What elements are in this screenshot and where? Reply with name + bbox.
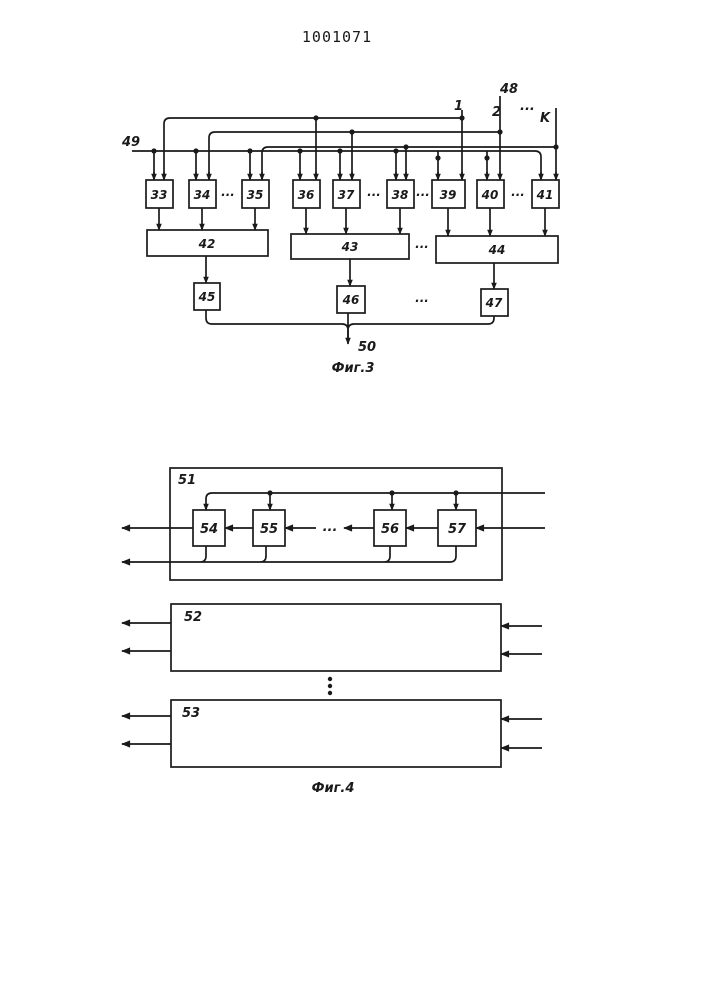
block-36: 36 [293, 180, 320, 208]
block-52-label: 52 [184, 610, 202, 625]
block-41: 41 [532, 180, 559, 208]
ellipsis-38-39: ... [416, 185, 430, 199]
block-57: 57 [438, 510, 476, 546]
bus-2-distribution [209, 132, 500, 180]
output-merge-50 [206, 310, 494, 340]
block-51-label: 51 [178, 473, 196, 488]
ellipsis-40-41: ... [511, 185, 525, 199]
block-44-label: 44 [488, 243, 506, 257]
block-54: 54 [193, 510, 225, 546]
vertical-ellipsis [328, 677, 332, 695]
block-39-label: 39 [440, 188, 457, 202]
block-40-label: 40 [481, 188, 499, 202]
terminal-48: 48 [499, 82, 518, 97]
ellipsis-46-47: ... [415, 291, 429, 305]
terminal-50: 50 [358, 340, 376, 355]
block-33: 33 [146, 180, 173, 208]
bus-label-k: K [540, 111, 551, 126]
bus-label-2: 2 [492, 105, 501, 120]
block-34-label: 34 [194, 188, 211, 202]
block-56: 56 [374, 510, 406, 546]
block-45-label: 45 [198, 290, 216, 304]
block-35-label: 35 [247, 188, 264, 202]
figure-4-caption: Фиг.4 [312, 781, 355, 796]
block-46-label: 46 [342, 293, 360, 307]
block-45: 45 [194, 283, 220, 310]
block-39: 39 [432, 180, 465, 208]
block-42: 42 [147, 230, 268, 256]
block-55: 55 [253, 510, 285, 546]
block-53-label: 53 [182, 706, 200, 721]
block-38-label: 38 [392, 188, 409, 202]
block-47-label: 47 [485, 296, 503, 310]
block-43-label: 43 [341, 240, 359, 254]
block-33-label: 33 [151, 188, 168, 202]
ellipsis-37-38: ... [367, 185, 381, 199]
block-57-label: 57 [448, 522, 467, 537]
bus-ellipsis: ... [520, 99, 535, 114]
document-number: 1001071 [292, 28, 382, 46]
block-36-label: 36 [298, 188, 315, 202]
block-53: 53 [171, 700, 501, 767]
block-56-label: 56 [381, 522, 399, 537]
figure-3: 33 34 ... 35 36 37 ... 38 [121, 82, 559, 376]
block-37: 37 [333, 180, 360, 208]
bus-k-distribution [262, 147, 556, 180]
block-41-label: 41 [536, 188, 554, 202]
junction-dots [151, 115, 558, 160]
ellipsis-34-35: ... [221, 185, 235, 199]
block-37-label: 37 [338, 188, 355, 202]
block-34: 34 [189, 180, 216, 208]
bus-label-1: 1 [454, 99, 463, 114]
top-row-input-arrows [154, 172, 556, 180]
input-line-49 [132, 151, 541, 180]
block-35: 35 [242, 180, 269, 208]
ellipsis-55-56: ... [323, 520, 338, 535]
block-55-label: 55 [260, 522, 278, 537]
block-40: 40 [477, 180, 504, 208]
block-46: 46 [337, 286, 365, 313]
terminal-49: 49 [121, 135, 140, 150]
block-54-label: 54 [200, 522, 218, 537]
block-44: 44 [436, 236, 558, 263]
block-52: 52 [171, 604, 501, 671]
ellipsis-43-44: ... [415, 237, 429, 251]
block-43: 43 [291, 234, 409, 259]
block-42-label: 42 [198, 237, 216, 251]
figure-3-caption: Фиг.3 [332, 361, 375, 376]
block-47: 47 [481, 289, 508, 316]
block-38: 38 [387, 180, 414, 208]
figure-4: 51 54 55 56 [122, 468, 545, 796]
